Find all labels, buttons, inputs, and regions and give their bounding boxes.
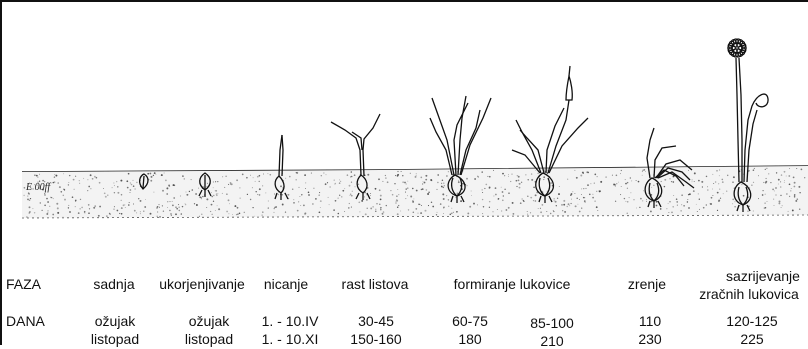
aerial-bulblet-cluster xyxy=(728,39,746,57)
phase-nicanje: nicanje xyxy=(258,276,314,292)
ukorjenjivanje-bulb xyxy=(199,173,211,197)
dana-sadnja-start: ožujak xyxy=(80,313,150,329)
dana-nicanje-start: 1. - 10.IV xyxy=(250,313,330,329)
phase-sazrijevanje: sazrijevanje xyxy=(718,268,808,284)
dana-header: DANA xyxy=(6,313,45,329)
phase-zrenje: zrenje xyxy=(620,276,674,292)
faza-header: FAZA xyxy=(6,276,41,292)
soil-corner-mark: E 00ff xyxy=(25,182,51,193)
phase-formiranje-lukovice: formiranje lukovice xyxy=(444,276,580,292)
dana-ukorjenjivanje-start: ožujak xyxy=(174,313,244,329)
phase-sadnja: sadnja xyxy=(84,276,144,292)
dana-formiranje-end-2: 210 xyxy=(522,333,582,349)
phase-rast-listova: rast listova xyxy=(332,276,418,292)
dana-formiranje-start-1: 60-75 xyxy=(440,313,500,329)
soil-band xyxy=(22,166,808,218)
dana-formiranje-start-2: 85-100 xyxy=(522,315,582,331)
dana-rast-listova-start: 30-45 xyxy=(346,313,406,329)
phase-zracnih-lukovica: zračnih lukovica xyxy=(690,286,808,302)
dana-sazrijevanje-start: 120-125 xyxy=(712,313,792,329)
phase-ukorjenjivanje: ukorjenjivanje xyxy=(150,276,254,292)
dana-zrenje-start: 110 xyxy=(630,313,670,329)
